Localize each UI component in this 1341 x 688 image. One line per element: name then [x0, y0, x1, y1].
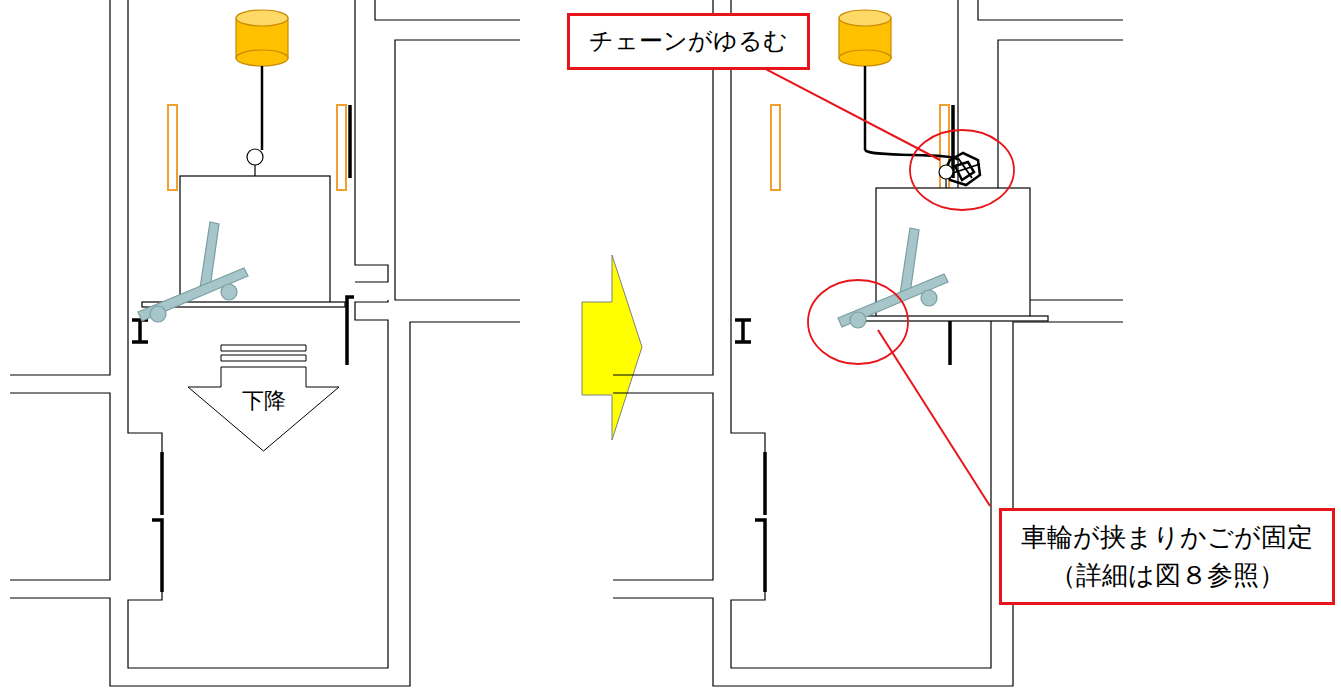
- hook-stem: [254, 165, 255, 176]
- shaft: [10, 0, 520, 686]
- callout-text: （詳細は図８参照）: [1020, 557, 1314, 595]
- callout-box: 車輪が挟まりかごが固定（詳細は図８参照）: [999, 508, 1335, 605]
- slack-chain: [865, 150, 980, 185]
- cart: [838, 228, 948, 328]
- car-floor: [862, 316, 1048, 321]
- chain: [864, 66, 867, 150]
- callout-text: 車輪が挟まりかごが固定: [1020, 519, 1314, 557]
- cart: [138, 222, 248, 322]
- leader-line: [760, 66, 940, 160]
- hook-stem: [945, 179, 946, 188]
- transition-arrow: [582, 255, 642, 440]
- callout-text: チェーンがゆるむ: [588, 24, 789, 59]
- leader-line: [878, 330, 990, 506]
- callout-box: チェーンがゆるむ: [567, 13, 810, 70]
- chain-hook: [247, 149, 263, 165]
- arrow-label: 下降: [186, 385, 341, 417]
- chain-hook: [939, 165, 953, 179]
- highlight-circle: [910, 130, 1014, 210]
- descend-arrow: 下降: [186, 343, 341, 453]
- highlight-circle: [808, 280, 908, 364]
- chain: [261, 66, 264, 150]
- arrow-stripes: [221, 345, 306, 361]
